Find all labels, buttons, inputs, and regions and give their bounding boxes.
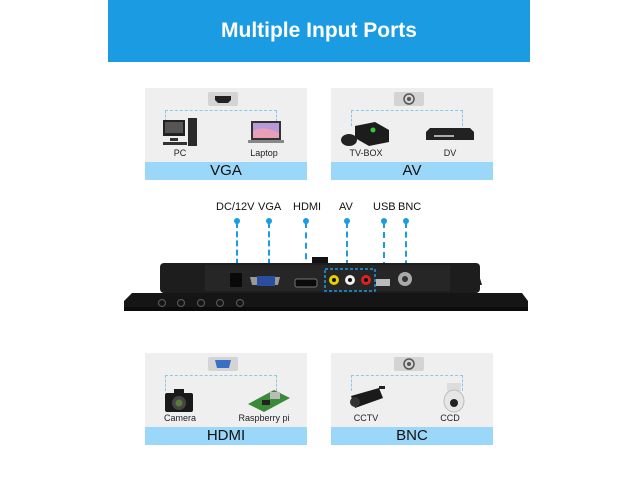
pc-icon (163, 118, 197, 146)
port-label-av: AV (339, 201, 353, 213)
port-label-hdmi: HDMI (293, 201, 322, 213)
panel-bnc: CCTV CCD BNC (331, 353, 493, 445)
device-label: CCTV (353, 413, 379, 423)
device-label: TV-BOX (349, 148, 383, 158)
hdmi-port-icon (208, 92, 238, 106)
device-label: Laptop (250, 148, 278, 158)
device-label: DV (443, 148, 457, 158)
device-label: PC (173, 148, 187, 158)
rca-port-icon (394, 92, 424, 106)
port-label-dc: DC/12V (216, 201, 255, 213)
panel-label: BNC (331, 427, 493, 445)
raspberry-pi-icon (248, 390, 290, 412)
laptop-icon (248, 121, 284, 143)
panel-label: VGA (145, 162, 307, 180)
tv-box-icon (341, 122, 389, 146)
dv-icon (426, 128, 474, 140)
panel-label: AV (331, 162, 493, 180)
ccd-dome-camera-icon (443, 383, 465, 413)
port-label-usb: USB (373, 201, 396, 213)
camera-icon (165, 389, 193, 412)
port-label-bnc: BNC (398, 201, 422, 213)
monitor-rear-image (124, 257, 528, 311)
device-label: Raspberry pi (238, 413, 290, 423)
vga-port-icon (208, 357, 238, 371)
device-label: Camera (163, 413, 196, 423)
cctv-icon (350, 386, 385, 408)
panel-hdmi: Camera Raspberry pi HDMI (145, 353, 307, 445)
port-label-vga: VGA (258, 201, 282, 213)
page-title: Multiple Input Ports (108, 0, 530, 62)
panel-av: TV-BOX DV AV (331, 88, 493, 180)
device-label: CCD (440, 413, 460, 423)
panel-label: HDMI (145, 427, 307, 445)
bnc-port-icon (394, 357, 424, 371)
panel-vga: PC Laptop VGA (145, 88, 307, 180)
